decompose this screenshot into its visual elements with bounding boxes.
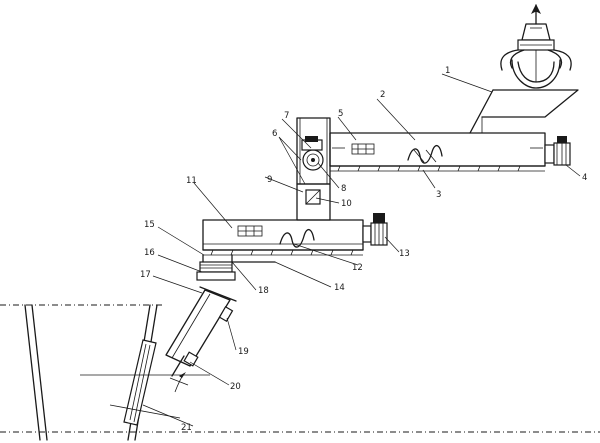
part-label-12: 12 [352, 263, 363, 273]
part-label-16: 16 [144, 248, 155, 258]
part-label-10: 10 [341, 199, 352, 209]
part-label-15: 15 [144, 220, 155, 230]
receiving-hopper [469, 89, 579, 134]
part-label-2: 2 [380, 90, 385, 100]
part-label-1: 1 [445, 66, 450, 76]
grab-bucket [500, 4, 572, 89]
leader-lines [142, 73, 581, 427]
transfer-chute [296, 183, 331, 221]
part-label-5: 5 [338, 109, 343, 119]
part-label-4: 4 [582, 173, 587, 183]
part-label-6: 6 [272, 129, 277, 139]
part-label-14: 14 [334, 283, 345, 293]
part-label-7: 7 [284, 111, 289, 121]
lower-drive-motor [362, 213, 388, 246]
part-label-21: 21 [181, 423, 192, 433]
part-label-9: 9 [267, 175, 272, 185]
upper-drive-motor [544, 136, 571, 166]
part-label-11: 11 [186, 176, 197, 186]
vessel-hold [0, 304, 600, 441]
discharge-flange [196, 254, 276, 281]
part-label-20: 20 [230, 382, 241, 392]
part-label-13: 13 [399, 249, 410, 259]
part-label-18: 18 [258, 286, 269, 296]
inclined-chute [165, 286, 237, 386]
part-label-17: 17 [140, 270, 151, 280]
part-label-8: 8 [341, 184, 346, 194]
part-labels: 1 2 3 4 5 6 7 8 9 10 11 12 13 14 15 16 1… [140, 66, 587, 433]
vertical-chute [296, 117, 331, 185]
lower-screw-conveyor [202, 219, 364, 256]
upper-screw-conveyor [329, 132, 546, 172]
part-label-19: 19 [238, 347, 249, 357]
part-label-3: 3 [436, 190, 441, 200]
